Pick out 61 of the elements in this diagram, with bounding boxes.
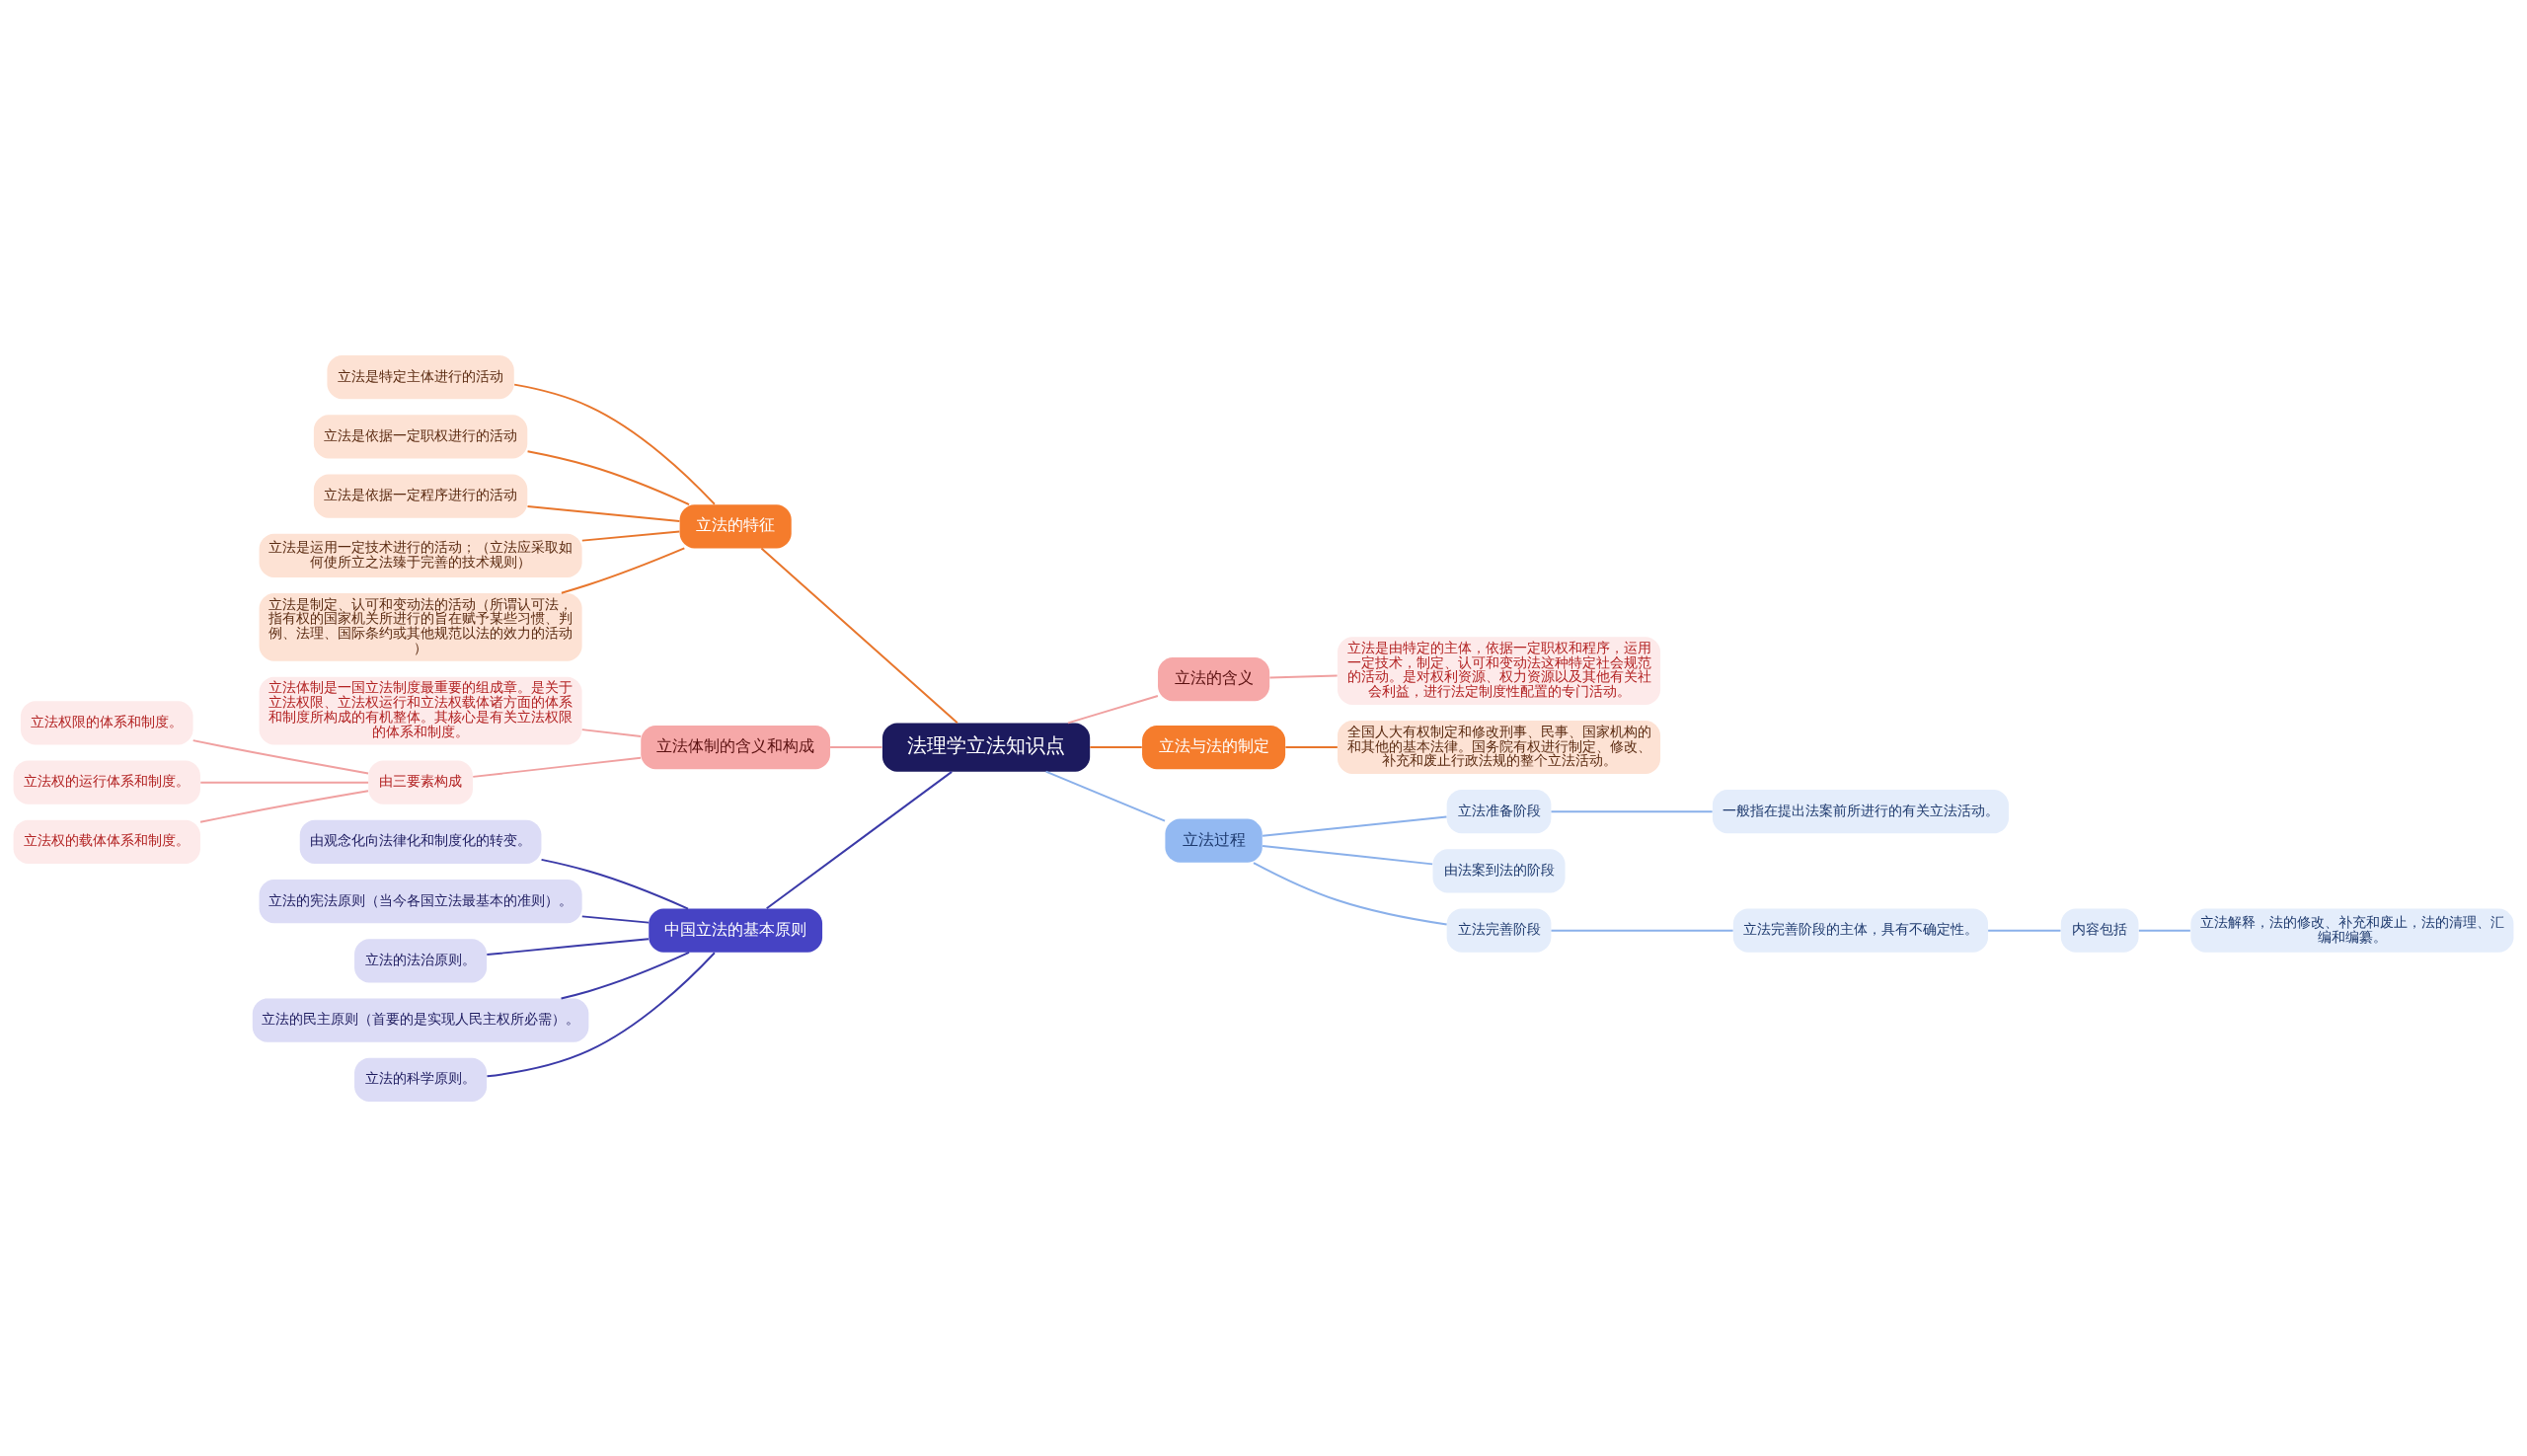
connector xyxy=(1089,745,1143,748)
node-box: 立法是制定、认可和变动法的活动（所谓认可法，指有权的国家机关所进行的旨在赋予某些习惯、判例、法理、国际条约或其他规范以法的效力的活动） xyxy=(259,592,582,661)
node-box: 立法权的运行体系和制度。 xyxy=(13,760,200,805)
node-box: 立法权的载体体系和制度。 xyxy=(13,819,200,864)
node-box: 立法的法治原则。 xyxy=(354,938,488,983)
connector xyxy=(1067,694,1159,724)
connector xyxy=(199,789,369,823)
node-box: 立法过程 xyxy=(1165,818,1263,863)
node-box: 立法是特定主体进行的活动 xyxy=(327,354,514,399)
connector xyxy=(472,756,643,778)
node-box: 由三要素构成 xyxy=(368,760,473,805)
node-box: 立法是依据一定职权进行的活动 xyxy=(313,414,528,458)
connector xyxy=(486,951,716,1077)
node-box: 立法的含义 xyxy=(1158,656,1270,701)
connector xyxy=(560,951,691,999)
node-box: 立法是由特定的主体，依据一定职权和程序，运用一定技术，制定、认可和变动法这种特定社会规范的活动。是对权利资源、权力资源以及其他有关社会利益，进行法定制度性配置的专门活动。 xyxy=(1338,636,1661,705)
node-box: 立法体制是一国立法制度最重要的组成章。是关于立法权限、立法权运行和立法权载体诸方面的体系和制度所构成的有机整体。其核心是有关立法权限的体系和制度。 xyxy=(259,676,582,745)
node-box: 由法案到法的阶段 xyxy=(1432,848,1566,893)
node-box: 立法与法的制定 xyxy=(1142,725,1286,769)
node-box: 立法完善阶段 xyxy=(1446,908,1552,953)
connector xyxy=(580,914,651,924)
connector xyxy=(580,529,681,542)
connector xyxy=(513,383,716,505)
node-box: 中国立法的基本原则 xyxy=(649,908,823,953)
connector xyxy=(1987,929,2062,932)
node-box: 立法的特征 xyxy=(679,503,792,548)
connector xyxy=(580,728,643,737)
connector xyxy=(2137,929,2191,932)
connector xyxy=(526,504,681,522)
node-box: 内容包括 xyxy=(2060,908,2139,953)
node-box: 一般指在提出法案前所进行的有关立法活动。 xyxy=(1712,789,2009,833)
connector xyxy=(1262,844,1434,865)
connector xyxy=(1262,815,1448,837)
connector xyxy=(1284,745,1339,748)
node-box: 立法的民主原则（首要的是实现人民主权所必需）。 xyxy=(252,998,589,1042)
node-box: 立法解释，法的修改、补充和废止，法的清理、汇编和编纂。 xyxy=(2190,908,2514,953)
connector xyxy=(1268,674,1339,678)
node-box: 立法是运用一定技术进行的活动；（立法应采取如何使所立之法臻于完善的技术规则） xyxy=(259,533,582,577)
connector xyxy=(199,781,370,784)
connector xyxy=(760,547,958,724)
node-box: 立法权限的体系和制度。 xyxy=(20,700,193,745)
node-box: 立法体制的含义和构成 xyxy=(641,725,831,769)
connector xyxy=(1253,861,1448,925)
node-box: 立法的科学原则。 xyxy=(354,1057,488,1102)
connector xyxy=(486,937,650,956)
connector xyxy=(526,449,691,505)
connector xyxy=(1044,770,1167,822)
connector xyxy=(1550,809,1714,812)
node-box: 由观念化向法律化和制度化的转变。 xyxy=(299,819,542,864)
connector xyxy=(1550,929,1734,932)
connector xyxy=(540,858,689,909)
node-box: 全国人大有权制定和修改刑事、民事、国家机构的和其他的基本法律。国务院有权进行制定、修改、补充和废止行政法规的整个立法活动。 xyxy=(1338,720,1661,774)
node-box: 立法是依据一定程序进行的活动 xyxy=(313,473,528,518)
node-box: 法理学立法知识点 xyxy=(881,722,1091,772)
connector xyxy=(765,770,954,909)
connector xyxy=(191,738,369,775)
node-box: 立法的宪法原则（当今各国立法最基本的准则）。 xyxy=(259,879,582,923)
node-box: 立法完善阶段的主体，具有不确定性。 xyxy=(1732,908,1989,953)
node-box: 立法准备阶段 xyxy=(1446,789,1552,833)
connector xyxy=(560,546,686,594)
connector xyxy=(829,745,883,748)
